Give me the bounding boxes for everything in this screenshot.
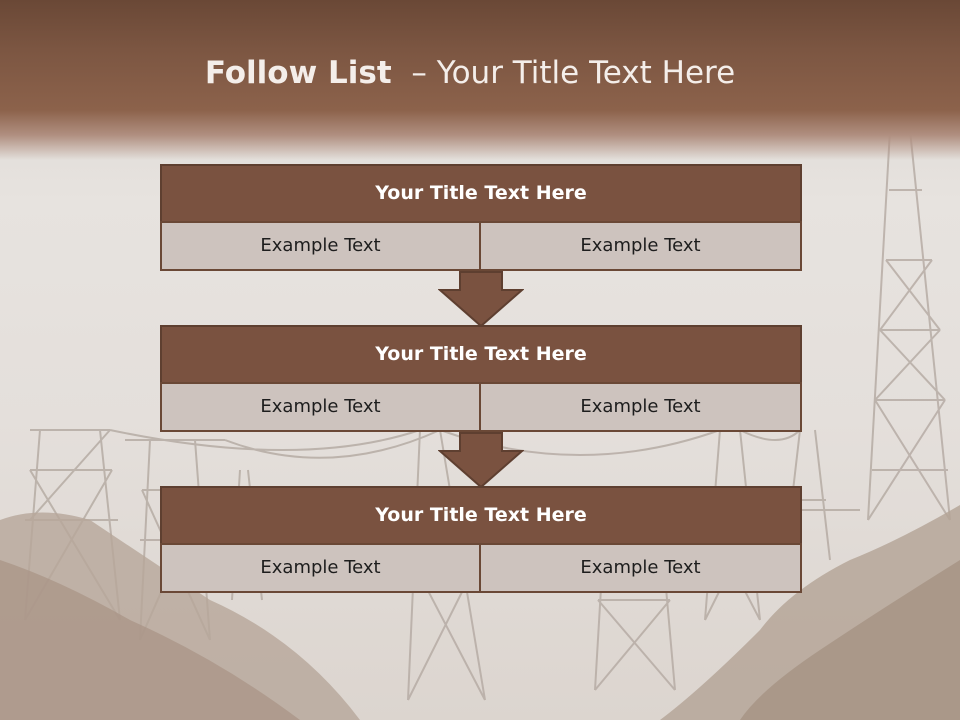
flow-block-2: Your Title Text Here Example Text Exampl… (160, 325, 802, 433)
block-title: Your Title Text Here (160, 486, 802, 545)
block-cell-right: Example Text (479, 543, 802, 593)
block-cell-left: Example Text (160, 543, 481, 593)
title-bold: Follow List (204, 55, 392, 91)
slide-title: Follow List – Your Title Text Here (0, 55, 940, 91)
block-title: Your Title Text Here (160, 164, 802, 223)
block-title: Your Title Text Here (160, 325, 802, 384)
flow-block-3: Your Title Text Here Example Text Exampl… (160, 486, 802, 594)
header-band (0, 0, 960, 160)
down-arrow-icon (438, 432, 524, 489)
block-cell-right: Example Text (479, 221, 802, 271)
block-cell-left: Example Text (160, 221, 481, 271)
block-cell-right: Example Text (479, 382, 802, 432)
flow-block-1: Your Title Text Here Example Text Exampl… (160, 164, 802, 272)
title-rest: – Your Title Text Here (411, 55, 736, 91)
block-cell-left: Example Text (160, 382, 481, 432)
down-arrow-icon (438, 271, 524, 328)
